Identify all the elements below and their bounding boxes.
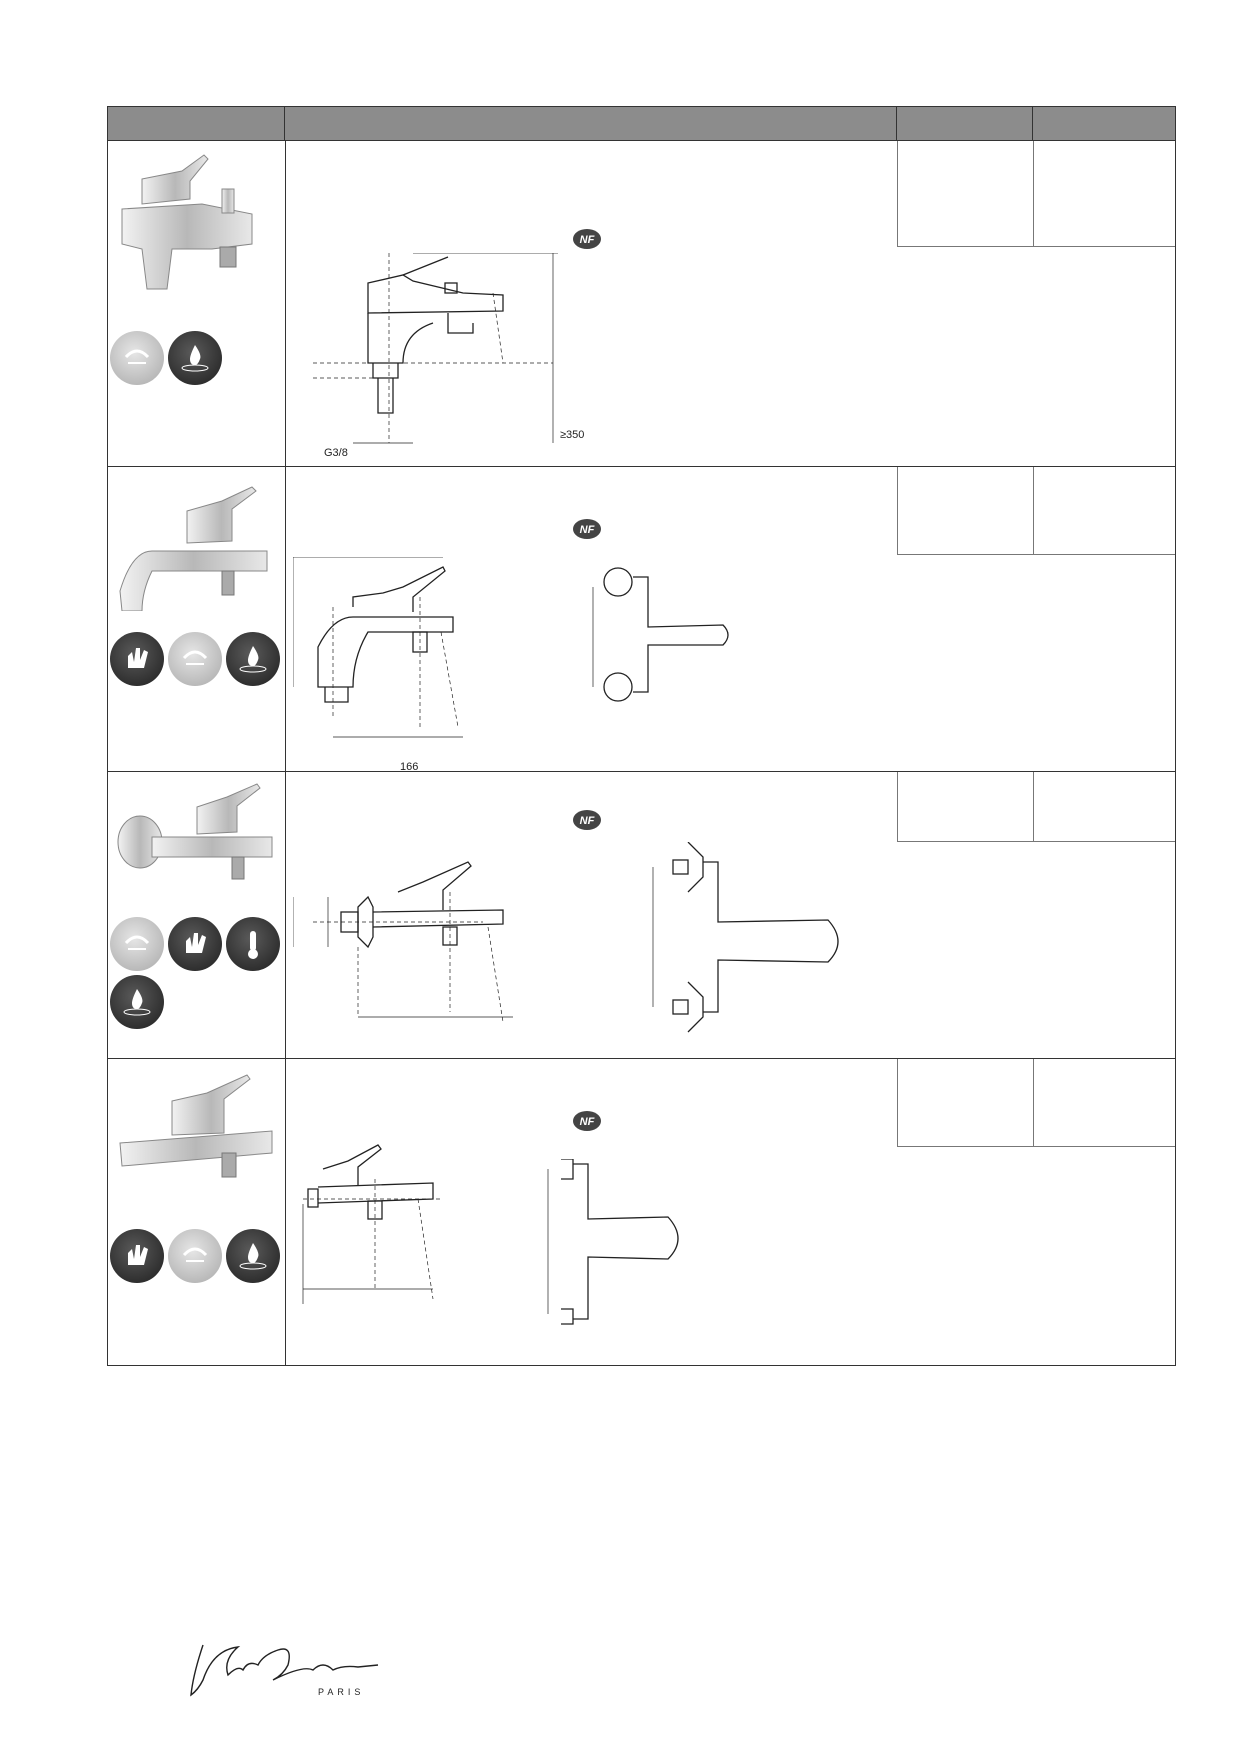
water-drop-icon	[110, 975, 164, 1029]
cell-divider	[1033, 141, 1034, 247]
header-cell-image	[108, 107, 285, 140]
side-drawing	[293, 557, 463, 738]
svg-text:NF: NF	[580, 234, 595, 246]
ref-cell	[897, 141, 1175, 247]
header-cell-description	[285, 107, 897, 140]
brand-logo: PARIS	[190, 1644, 379, 1697]
height-dimension: ≥350	[560, 429, 585, 441]
nf-certification-icon: NF	[573, 519, 601, 539]
thread-dimension: G3/8	[324, 447, 348, 459]
spray-aerator-icon	[168, 1229, 222, 1283]
column-divider	[285, 141, 286, 1365]
distance-dimension: 166	[400, 761, 419, 773]
table-row: NF	[108, 771, 1175, 1058]
table-row: NF 166	[108, 466, 1175, 773]
nf-certification-icon: NF	[573, 1111, 601, 1131]
hand-wash-icon	[110, 1229, 164, 1283]
ref-cell	[897, 772, 1175, 842]
ref-cell	[897, 467, 1175, 555]
cell-divider	[897, 467, 898, 555]
spec-table: NF ≥350 G3/8	[107, 106, 1176, 1366]
hand-wash-icon	[168, 917, 222, 971]
shower-mixer-wall-photo	[119, 1074, 273, 1178]
feature-icons	[110, 1229, 286, 1283]
spray-aerator-icon	[110, 331, 164, 385]
cell-divider	[1033, 772, 1034, 842]
cell-divider	[897, 141, 898, 247]
technical-drawing	[313, 253, 558, 444]
cell-divider	[1033, 1059, 1034, 1147]
thermometer-icon	[226, 917, 280, 971]
hand-wash-icon	[110, 632, 164, 686]
svg-text:NF: NF	[580, 815, 595, 827]
bath-mixer-deck-photo	[121, 154, 253, 290]
header-cell-ref	[897, 107, 1033, 140]
cell-divider	[897, 1059, 898, 1147]
top-view-drawing	[592, 567, 729, 702]
nf-certification-icon: NF	[573, 810, 601, 830]
nf-certification-icon: NF	[573, 229, 601, 249]
feature-icons	[110, 632, 286, 686]
cell-divider	[1033, 467, 1034, 555]
svg-text:NF: NF	[580, 524, 595, 536]
feature-icons	[110, 917, 286, 1029]
table-row: NF ≥350 G3/8	[108, 141, 1175, 466]
spray-aerator-icon	[168, 632, 222, 686]
side-drawing	[302, 1144, 443, 1304]
water-drop-icon	[226, 632, 280, 686]
top-view-drawing	[547, 1159, 679, 1325]
cell-divider	[897, 772, 898, 842]
table-header	[108, 107, 1175, 141]
top-view-drawing	[652, 842, 839, 1033]
brand-city: PARIS	[318, 1687, 364, 1697]
svg-text:NF: NF	[580, 1116, 595, 1128]
side-drawing	[293, 861, 513, 1023]
bath-mixer-wall-photo	[117, 783, 273, 880]
bath-mixer-bridge-photo	[119, 486, 268, 611]
spray-aerator-icon	[110, 917, 164, 971]
table-row: NF	[108, 1058, 1175, 1365]
feature-icons	[110, 331, 280, 385]
water-drop-icon	[226, 1229, 280, 1283]
water-drop-icon	[168, 331, 222, 385]
ref-cell	[897, 1059, 1175, 1147]
